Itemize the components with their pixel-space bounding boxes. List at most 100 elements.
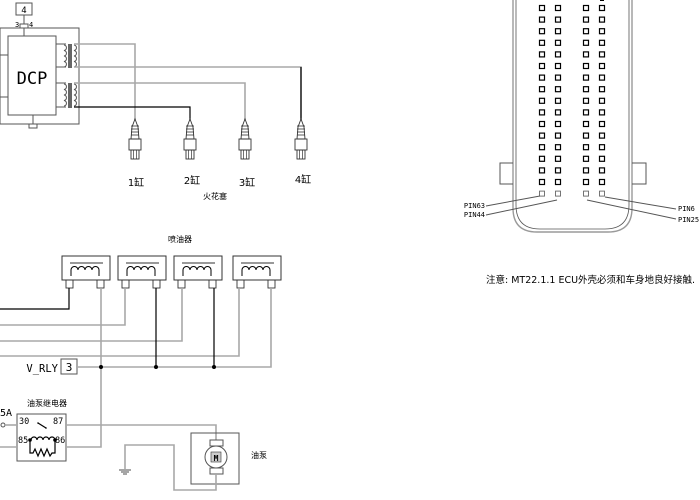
ecu-pin bbox=[539, 190, 545, 197]
injector-3 bbox=[173, 255, 223, 289]
pin-label-25: PIN25 bbox=[678, 216, 699, 224]
ecu-pin bbox=[582, 86, 590, 93]
ecu-pin bbox=[582, 167, 590, 174]
relay-terminal-87: 87 bbox=[53, 417, 63, 427]
ecu-pin bbox=[554, 62, 562, 70]
ecu-pin bbox=[538, 120, 546, 128]
ecu-pin bbox=[555, 190, 561, 197]
spark-plug-group-label: 火花塞 bbox=[203, 191, 227, 201]
ecu-pin bbox=[538, 144, 546, 151]
relay-box bbox=[16, 413, 67, 462]
ecu-pin bbox=[598, 86, 606, 93]
v-rly-label: V_RLY bbox=[26, 363, 58, 375]
ecu-pin bbox=[554, 74, 562, 81]
ecu-pin bbox=[554, 167, 562, 174]
ecu-pin bbox=[598, 39, 606, 46]
motor-label: M bbox=[214, 454, 219, 463]
ecu-pin bbox=[598, 109, 606, 116]
pin-label-63: PIN63 bbox=[464, 202, 485, 210]
spark-plug-4 bbox=[294, 117, 308, 160]
ecu-pin bbox=[582, 120, 590, 128]
spark-plug-3 bbox=[238, 117, 252, 160]
ecu-pin bbox=[554, 120, 562, 128]
ecu-pin bbox=[583, 190, 589, 197]
fuel-pump: M 油泵 bbox=[190, 432, 267, 485]
ground-wire bbox=[124, 444, 217, 491]
ecu-pin bbox=[538, 167, 546, 174]
motor-icon bbox=[204, 445, 228, 469]
ecu-pin bbox=[598, 74, 606, 81]
ecu-pin bbox=[538, 62, 546, 70]
ecu-pin bbox=[598, 16, 606, 23]
ecu-pin bbox=[554, 28, 562, 35]
fuse-label: 5A bbox=[0, 408, 12, 419]
dcp-pin-left: 3 bbox=[15, 21, 19, 29]
ecu-pin bbox=[554, 178, 562, 186]
ecu-pin bbox=[538, 74, 546, 81]
ecu-pin bbox=[598, 144, 606, 151]
injector-4 bbox=[232, 255, 282, 289]
ecu-pin bbox=[554, 155, 562, 162]
ecu-pin bbox=[554, 4, 562, 12]
ecu-pin bbox=[582, 4, 590, 12]
ecu-pin bbox=[582, 16, 590, 23]
ecu-pin bbox=[598, 97, 606, 104]
ecu-pin bbox=[582, 28, 590, 35]
ecu-pin bbox=[538, 39, 546, 46]
injector-1 bbox=[61, 255, 111, 289]
ecu-tab-left bbox=[499, 162, 513, 185]
ecu-pin bbox=[538, 178, 546, 186]
ecu-pin bbox=[598, 178, 606, 186]
relay-terminal-85: 85 bbox=[18, 436, 28, 446]
ecu-pin bbox=[598, 120, 606, 128]
dcp-inner-box bbox=[7, 35, 57, 116]
dcp-outer-box bbox=[0, 27, 80, 125]
ecu-pin bbox=[582, 51, 590, 58]
v-rly-connector-box bbox=[60, 358, 78, 375]
ecu-pin bbox=[554, 97, 562, 104]
injector-2 bbox=[117, 255, 167, 289]
ecu-pin bbox=[554, 39, 562, 46]
ecu-pin bbox=[598, 51, 606, 58]
spark-plug-1 bbox=[128, 117, 142, 160]
junction-dot bbox=[212, 365, 216, 369]
ecu-pin bbox=[538, 86, 546, 93]
ecu-pin bbox=[598, 4, 606, 12]
plug-label-4: 4缸 bbox=[295, 173, 311, 186]
dcp-pin-right: 4 bbox=[29, 21, 33, 29]
plug-label-3: 3缸 bbox=[239, 176, 255, 189]
fuel-pump-relay: 30 87 85 86 bbox=[16, 413, 67, 462]
ecu-ground-note: 注意: MT22.1.1 ECU外壳必须和车身地良好接触. bbox=[486, 274, 695, 286]
spark-plug-2 bbox=[183, 117, 197, 160]
ecu-pin bbox=[582, 132, 590, 139]
ecu-pin bbox=[600, 0, 604, 1]
ecu-pin bbox=[582, 39, 590, 46]
v-rly-connector-number: 3 bbox=[66, 361, 73, 374]
relay-coil bbox=[30, 436, 56, 441]
ignition-coil-2 bbox=[56, 82, 77, 108]
ground-icon bbox=[119, 469, 131, 475]
ecu-pin bbox=[538, 132, 546, 139]
ecu-pin bbox=[582, 62, 590, 70]
plug-label-2: 2缸 bbox=[184, 174, 200, 187]
relay-resistor bbox=[29, 440, 56, 458]
injector-wires bbox=[0, 288, 272, 440]
relay-terminal-86: 86 bbox=[55, 436, 65, 446]
ecu-pin bbox=[538, 28, 546, 35]
ecu-pin bbox=[554, 132, 562, 139]
ecu-pin bbox=[538, 51, 546, 58]
ecu-tab-right bbox=[632, 162, 647, 185]
ignition-coil-1 bbox=[56, 43, 77, 68]
dcp-connector-number: 4 bbox=[21, 6, 26, 16]
ecu-pin bbox=[538, 16, 546, 23]
injector-group-label: 喷油器 bbox=[168, 234, 192, 244]
ecu-pin bbox=[582, 97, 590, 104]
fuel-pump-title: 油泵 bbox=[251, 450, 267, 460]
injectors bbox=[61, 255, 282, 289]
relay-terminal-30: 30 bbox=[19, 417, 29, 427]
ecu-pin bbox=[538, 155, 546, 162]
ecu-pin bbox=[554, 86, 562, 93]
ecu-pin bbox=[582, 178, 590, 186]
ecu-connector: PIN63 PIN44 PIN6 PIN25 bbox=[464, 0, 699, 233]
